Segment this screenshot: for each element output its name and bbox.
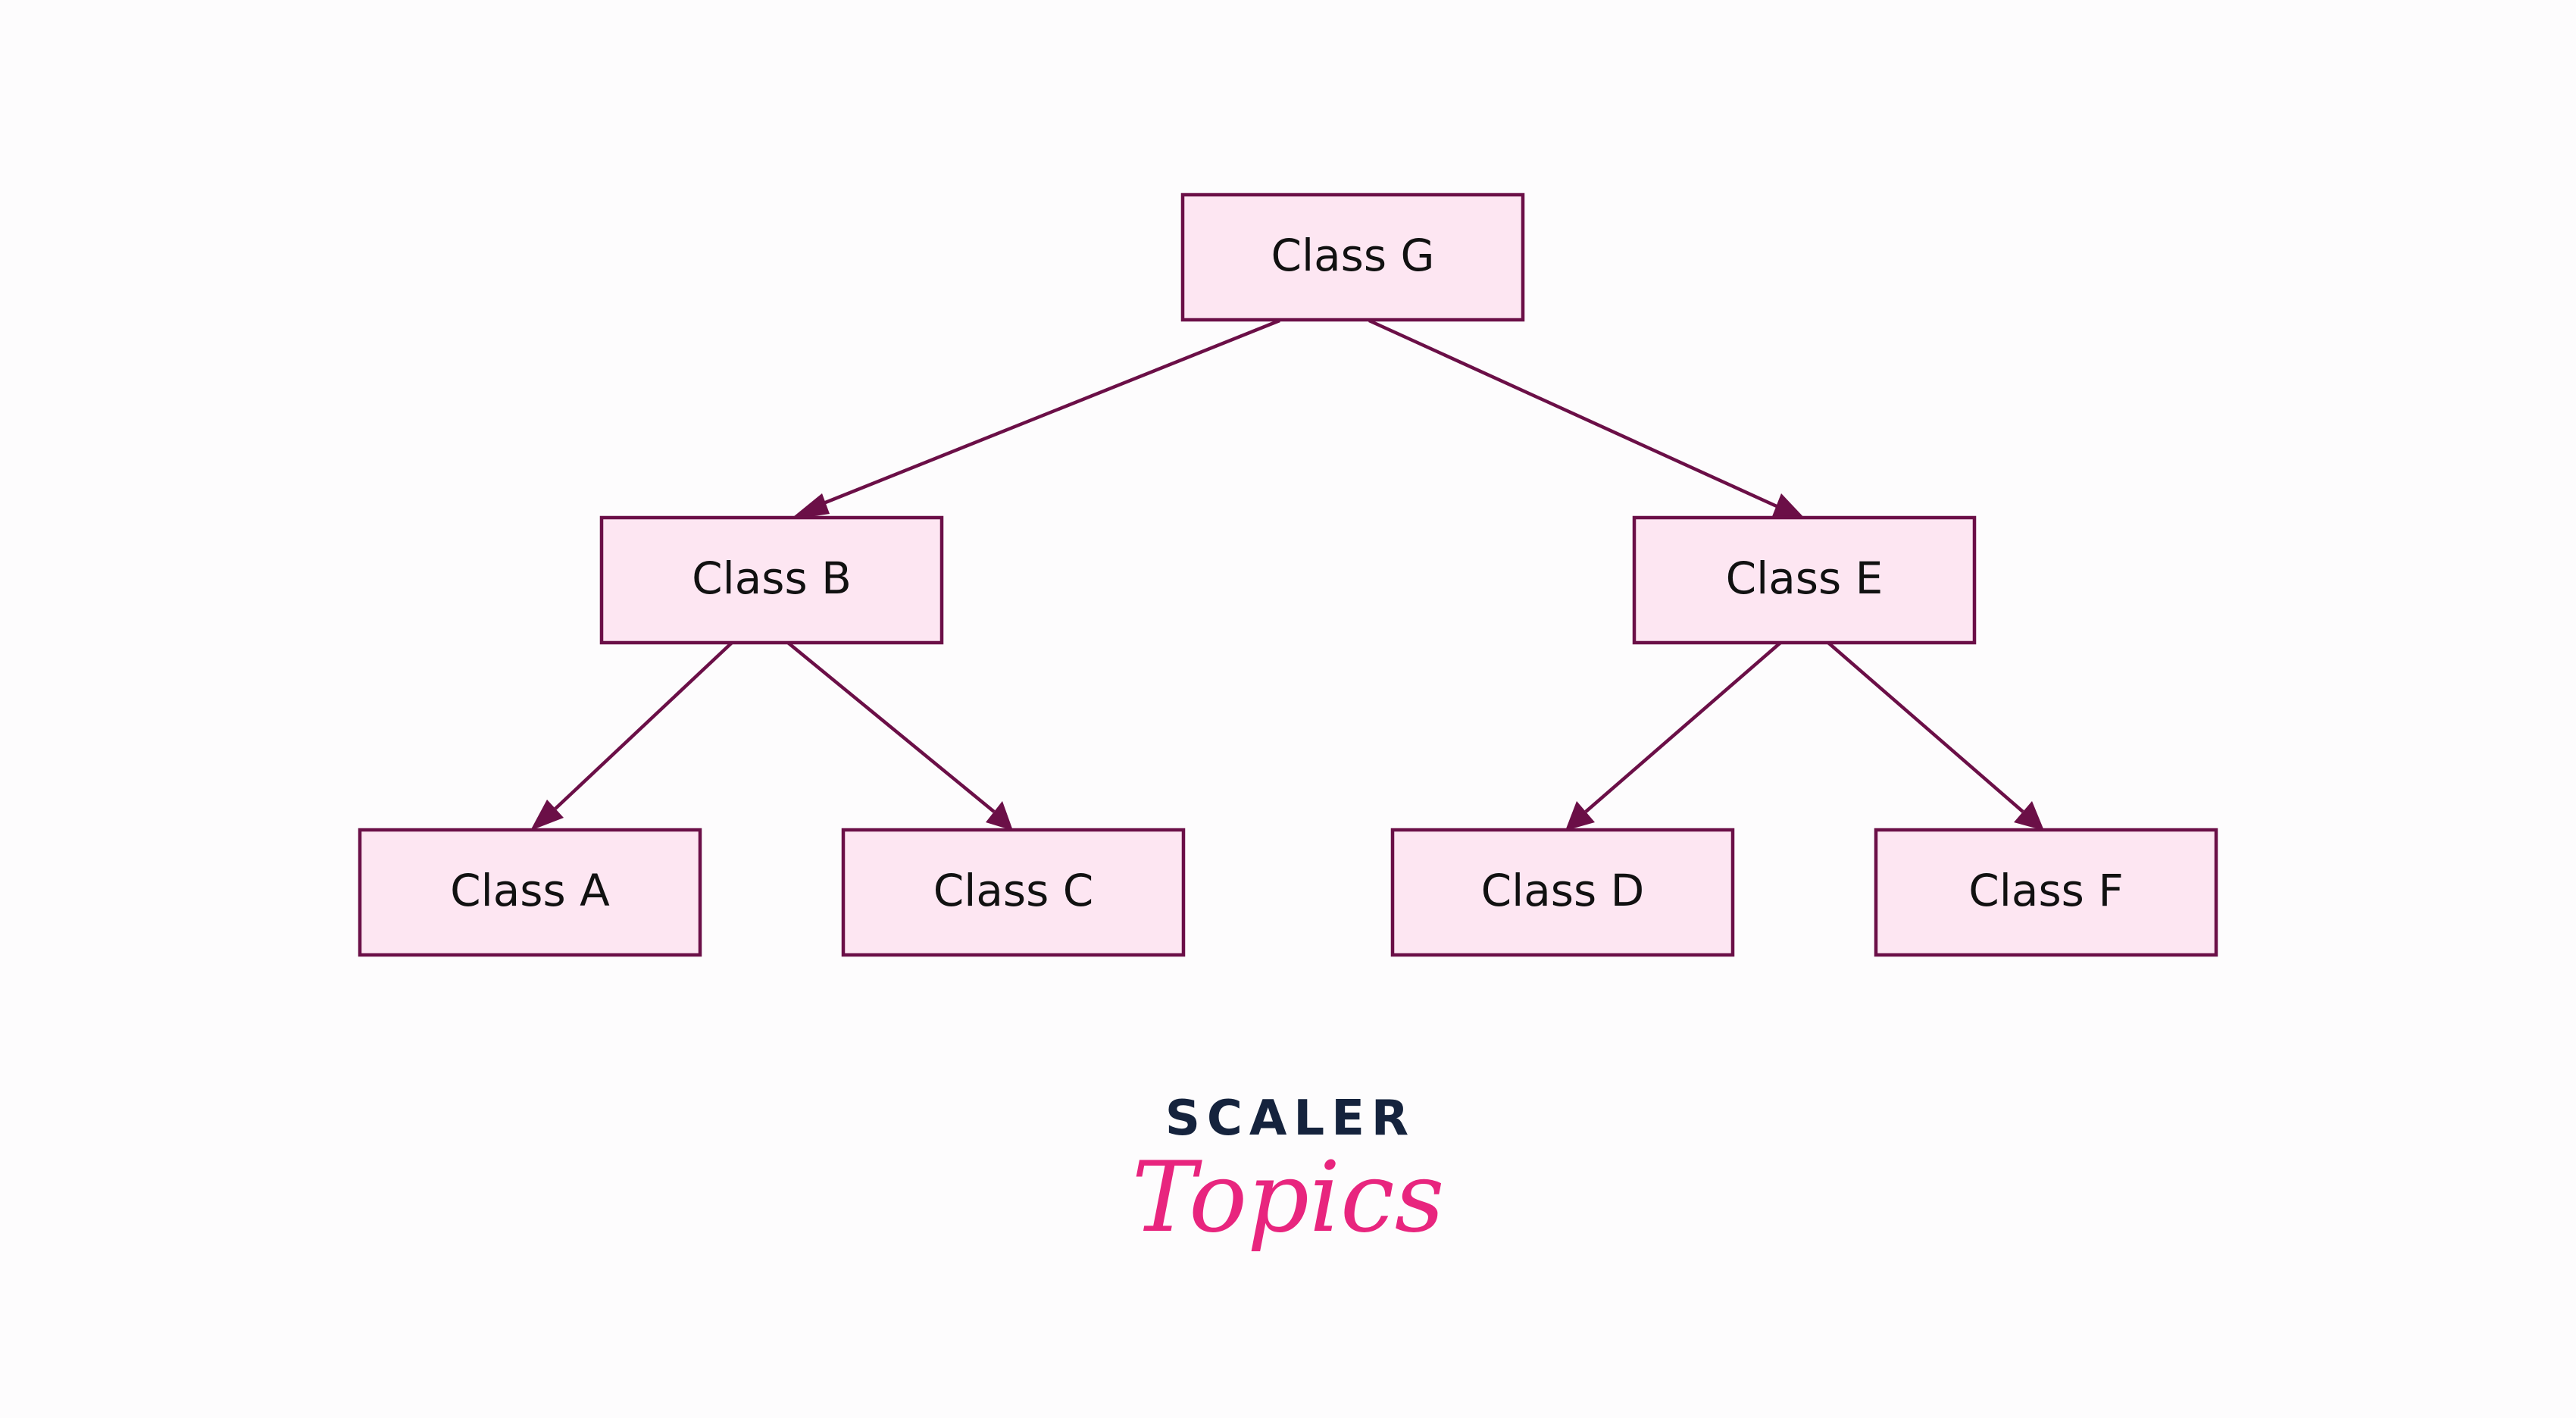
edge-e-to-f xyxy=(1827,641,2044,831)
node-label: Class B xyxy=(692,552,852,604)
node-class-c: Class C xyxy=(841,828,1186,957)
node-class-f: Class F xyxy=(1874,828,2218,957)
node-class-g: Class G xyxy=(1180,193,1525,322)
edge-g-to-b xyxy=(789,318,1280,520)
node-label: Class G xyxy=(1271,230,1435,281)
node-class-a: Class A xyxy=(358,828,702,957)
node-label: Class E xyxy=(1726,552,1884,604)
node-label: Class C xyxy=(933,865,1094,916)
node-class-e: Class E xyxy=(1632,515,1977,645)
node-label: Class A xyxy=(450,865,610,916)
edge-e-to-d xyxy=(1565,641,1782,831)
edge-b-to-a xyxy=(530,641,733,831)
logo-script: Topics xyxy=(1132,1141,1445,1254)
edge-g-to-e xyxy=(1368,318,1806,520)
node-class-b: Class B xyxy=(599,515,944,645)
scaler-topics-logo: SCALER Topics xyxy=(1132,1091,1445,1254)
node-class-d: Class D xyxy=(1390,828,1735,957)
edge-b-to-c xyxy=(786,641,1013,831)
logo-wordmark: SCALER xyxy=(1165,1091,1415,1147)
node-label: Class D xyxy=(1481,865,1645,916)
node-label: Class F xyxy=(1968,865,2123,916)
edges xyxy=(530,318,2044,831)
